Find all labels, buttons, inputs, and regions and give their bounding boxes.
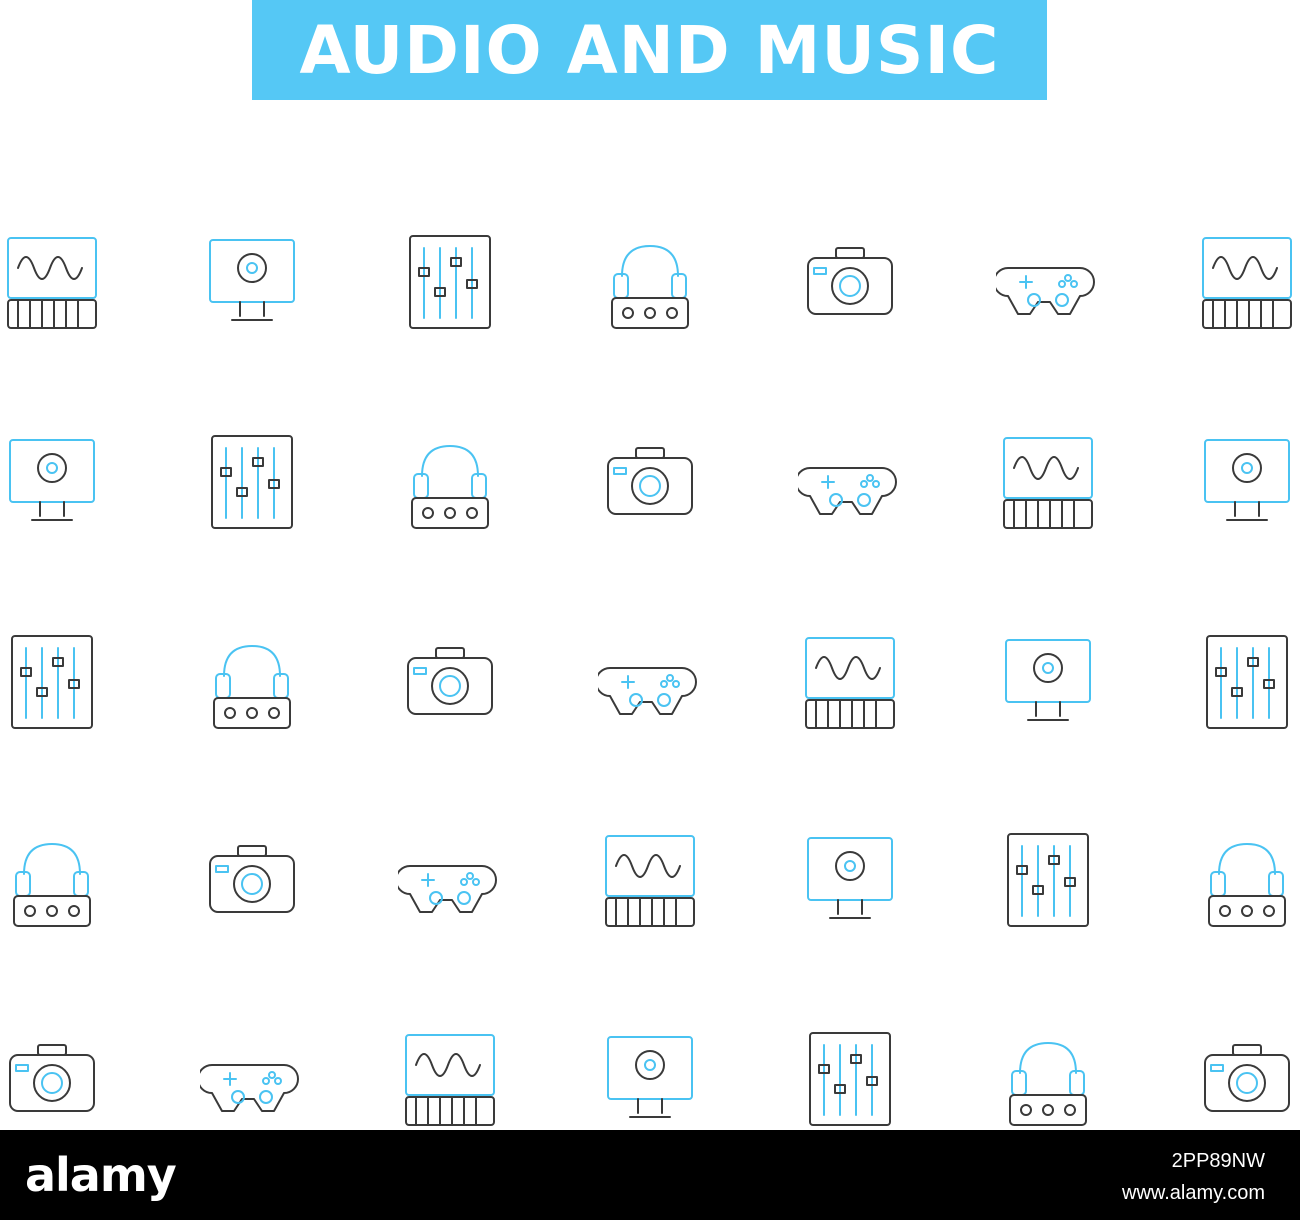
site-url: www.alamy.com: [1122, 1182, 1265, 1204]
headphones-mixer-icon: [598, 228, 703, 333]
camera-icon: [200, 628, 305, 733]
music-store-shutter-icon: [200, 1025, 305, 1130]
camera-tripod-icon: [996, 428, 1101, 533]
film-strip-coin-icon: [200, 826, 305, 931]
stage-speaker-towers-icon: [996, 228, 1101, 333]
arcade-joystick-icon: [798, 1025, 903, 1130]
alamy-logo-text: alamy: [25, 1148, 177, 1202]
reel-tape-recorder-icon: [798, 428, 903, 533]
mixer-hand-faders-icon: [798, 628, 903, 733]
motion-capture-figure-icon: [200, 228, 305, 333]
choir-singers-icon: [0, 228, 105, 333]
robot-drone-icon: [1195, 428, 1300, 533]
video-player-waveform-icon: [996, 1025, 1101, 1130]
mixing-console-faders-icon: [0, 428, 105, 533]
retro-game-console-icon: [996, 826, 1101, 931]
equalizer-panel-icon: [398, 1025, 503, 1130]
gamepad-icon: [0, 826, 105, 931]
vr-gloves-device-icon: [200, 428, 305, 533]
amplifier-knobs-icon: [598, 628, 703, 733]
microphone-audio-console-icon: [798, 228, 903, 333]
alamy-logo: alamy: [25, 1148, 177, 1202]
camera-factory-location-icon: [1195, 826, 1300, 931]
keyboard-player-icon: [798, 826, 903, 931]
handheld-game-console-icon: [0, 628, 105, 733]
tablet-animal-hands-icon: [398, 428, 503, 533]
image-id: 2PP89NW: [1171, 1150, 1265, 1172]
woman-sound-waves-icon: [598, 1025, 703, 1130]
audio-waveform-volume-icon: [1195, 228, 1300, 333]
performance-speedometer-icon: [598, 428, 703, 533]
phone-gamepad-icon: [996, 628, 1101, 733]
page-title: AUDIO AND MUSIC: [299, 11, 1000, 89]
footer-bar: alamy 2PP89NW www.alamy.com: [0, 1130, 1300, 1220]
studio-microphone-notes-icon: [1195, 1025, 1300, 1130]
title-banner: AUDIO AND MUSIC: [252, 0, 1047, 100]
dj-turntable-icon: [398, 826, 503, 931]
synthesizer-waveform-icon: [398, 228, 503, 333]
audio-cable-connector-icon: [398, 628, 503, 733]
vr-headset-woman-icon: [598, 826, 703, 931]
vacuum-tube-icon: [0, 1025, 105, 1130]
headphones-controller-icon: [1195, 628, 1300, 733]
